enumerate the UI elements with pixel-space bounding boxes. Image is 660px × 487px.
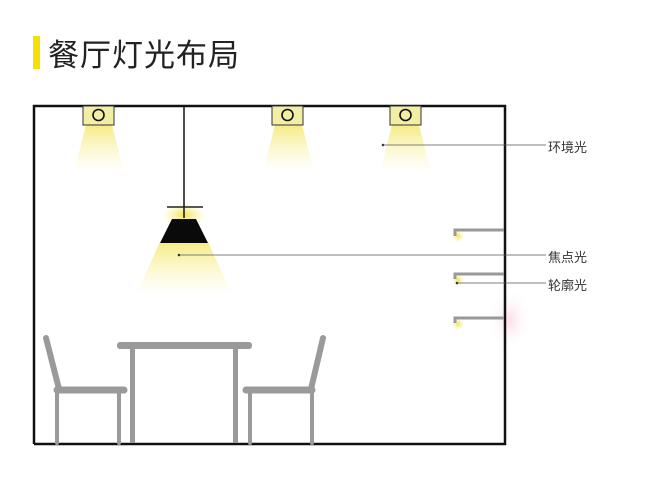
ambient-light-cone [380,125,431,172]
focal-light-cone [136,242,232,295]
leader-line-contour [455,281,546,285]
wall-sconce [452,228,504,242]
ambient-light-cone [74,125,124,172]
label-ambient-light: 环境光 [548,141,588,156]
page-title: 餐厅灯光布局 [48,38,240,74]
downlight-fixture [389,105,422,126]
downlight-fixture [82,105,115,126]
pendant-lamp [160,106,208,243]
dining-table [117,342,252,443]
chair-left [43,335,128,445]
room-outline [32,104,507,446]
title-accent-bar [33,36,40,69]
pink-glow [488,288,532,352]
label-contour-light: 轮廓光 [548,279,588,294]
wall-sconce [452,272,504,286]
wall-sconce [452,316,504,330]
downlight-fixture [271,105,304,126]
leader-line-focal [177,253,546,257]
leader-line-ambient [381,143,546,147]
label-focal-light: 焦点光 [548,251,588,266]
ambient-light-cone [263,125,314,172]
chair-right [242,335,326,445]
